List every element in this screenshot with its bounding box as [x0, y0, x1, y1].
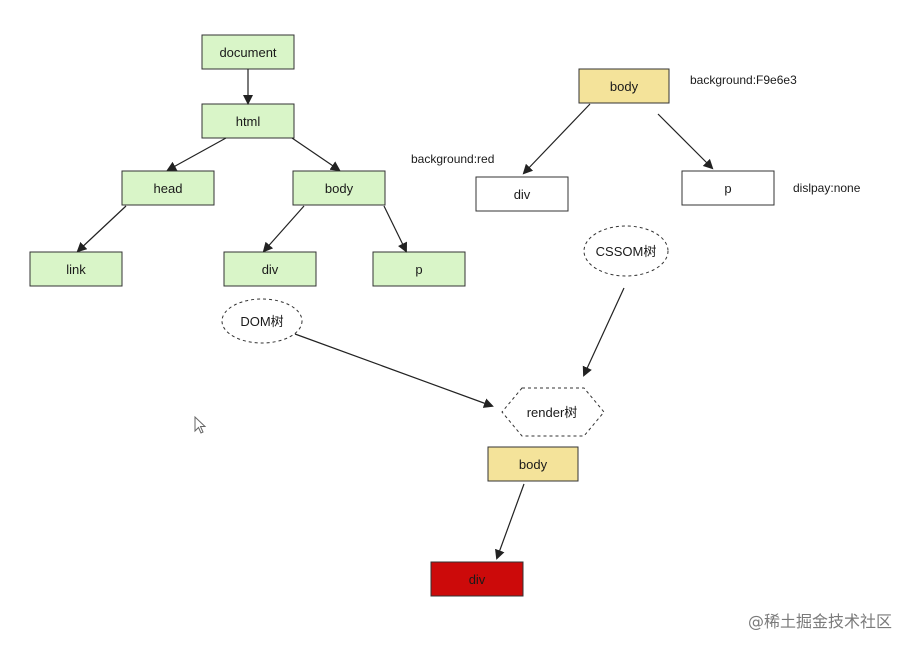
dom-node-p: p: [372, 251, 466, 287]
dom-node-html-label: html: [236, 114, 261, 129]
cssom-body-style: background:F9e6e3: [690, 73, 797, 87]
edge-cssom-body-p: [657, 113, 714, 170]
edge-body-div: [262, 205, 305, 253]
dom-node-document: document: [201, 34, 295, 70]
edge-dom-to-render: [294, 333, 494, 408]
dom-node-head: head: [121, 170, 215, 206]
render-node-body: body: [487, 446, 579, 482]
dom-node-link: link: [29, 251, 123, 287]
cursor-icon: [194, 416, 207, 434]
dom-node-body-label: body: [325, 181, 354, 196]
cssom-node-body: body: [578, 68, 670, 104]
cssom-p-style: dislpay:none: [793, 181, 861, 195]
dom-node-link-label: link: [66, 262, 86, 277]
dom-tree: document html head body link: [29, 34, 466, 344]
dom-node-document-label: document: [219, 45, 276, 60]
dom-node-html: html: [201, 103, 295, 139]
dom-node-div-label: div: [262, 262, 279, 277]
edge-html-head: [166, 137, 227, 171]
cssom-node-p-label: p: [724, 181, 731, 196]
edge-cssom-body-div: [522, 103, 591, 175]
edge-html-body: [291, 137, 341, 172]
dom-tree-label-bubble: DOM树: [221, 298, 303, 344]
cssom-node-body-label: body: [610, 79, 639, 94]
render-node-body-label: body: [519, 457, 548, 472]
cssom-node-div-label: div: [514, 187, 531, 202]
edge-body-p: [383, 205, 407, 253]
dom-node-head-label: head: [154, 181, 183, 196]
render-tree-label-bubble: render树: [501, 387, 605, 437]
cssom-div-style: background:red: [411, 152, 494, 166]
render-node-div: div: [430, 561, 524, 597]
cssom-node-p: p: [681, 170, 775, 206]
dom-node-body: body: [292, 170, 386, 206]
edge-render-body-div: [495, 483, 525, 560]
cssom-tree-label-bubble: CSSOM树: [583, 225, 669, 277]
render-tree: render树 body div: [430, 387, 605, 597]
edge-head-link: [76, 205, 127, 253]
dom-tree-label: DOM树: [240, 314, 283, 329]
render-node-div-label: div: [469, 572, 486, 587]
cssom-node-div: div: [475, 176, 569, 212]
watermark: @稀土掘金技术社区: [747, 612, 892, 631]
render-tree-label: render树: [527, 405, 578, 420]
cssom-tree: body background:F9e6e3 div background:re…: [411, 68, 861, 277]
dom-node-p-label: p: [415, 262, 422, 277]
cssom-tree-label: CSSOM树: [596, 244, 657, 259]
dom-node-div: div: [223, 251, 317, 287]
edge-cssom-to-render: [582, 287, 625, 377]
